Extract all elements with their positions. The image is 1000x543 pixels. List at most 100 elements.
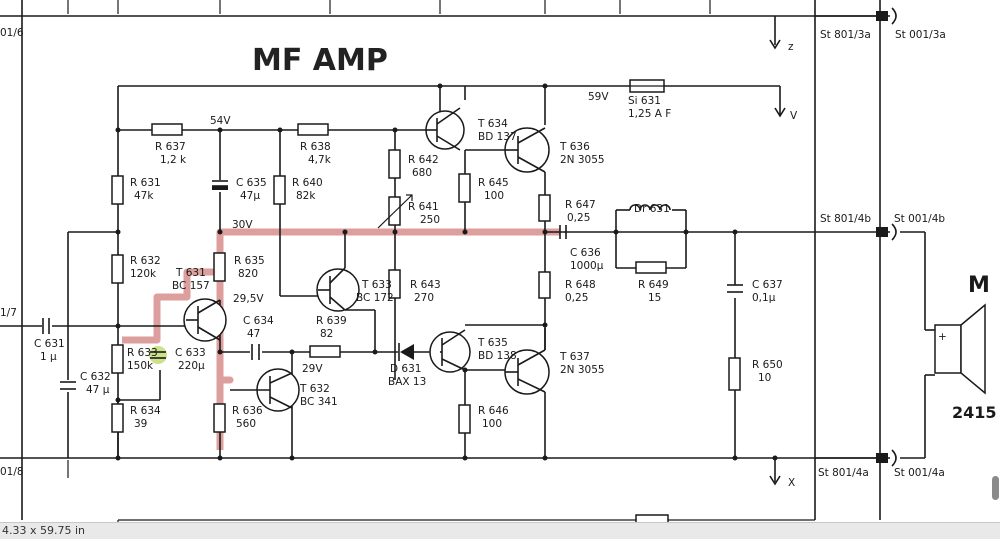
c632-value: 47 µ: [86, 384, 110, 396]
frame-lines: [0, 0, 881, 530]
r631-label: R 631: [130, 177, 161, 189]
c636-label: C 636: [570, 247, 601, 259]
capacitor-c632: [60, 381, 76, 390]
r643-value: 270: [414, 292, 434, 304]
vertical-scrollbar[interactable]: [992, 476, 999, 500]
resistor-r649: [635, 261, 667, 274]
t631-label: T 631: [175, 267, 206, 279]
r643-label: R 643: [410, 279, 441, 291]
c632-label: C 632: [80, 371, 111, 383]
rail-label: 29,5V: [233, 293, 264, 305]
c634-value: 47: [247, 328, 260, 340]
resistor-r631: [111, 175, 124, 205]
resistor-r646: [458, 404, 471, 434]
r646-value: 100: [482, 418, 502, 430]
capacitor-c633: [150, 351, 166, 359]
transistor-t635: [429, 329, 471, 373]
r649-label: R 649: [638, 279, 669, 291]
resistor-r633: [111, 344, 124, 374]
diode-d631: [398, 343, 414, 361]
page-title: MF AMP: [252, 43, 388, 78]
r641-value: 250: [420, 214, 440, 226]
green-marker: [149, 346, 167, 364]
si631-label: Si 631: [628, 95, 661, 107]
t633-label: T 633: [361, 279, 392, 291]
c637-label: C 637: [752, 279, 783, 291]
t633-value: BC 172: [356, 292, 394, 304]
potentiometer-r641: [377, 194, 413, 229]
connector-label: St 001/3a: [895, 29, 946, 41]
speaker-label: M: [968, 273, 990, 298]
t636-label: T 636: [559, 141, 590, 153]
capacitor-c636: [559, 225, 567, 239]
c631-value: 1 µ: [40, 351, 57, 363]
rail-label: 59V: [588, 91, 609, 103]
resistor-r634: [111, 403, 124, 433]
c633-value: 220µ: [178, 360, 205, 372]
connector-label: St 001/4a: [894, 467, 945, 479]
d631-label: D 631: [390, 363, 421, 375]
capacitor-c637: [727, 284, 743, 293]
capacitor-c631: [42, 318, 50, 334]
status-bar: 4.33 x 59.75 in: [0, 522, 1000, 539]
r647-label: R 647: [565, 199, 596, 211]
signal-label: z: [788, 41, 794, 53]
signal-label: V: [790, 110, 798, 122]
resistor-r637: [151, 123, 183, 136]
r637-label: R 637: [155, 141, 186, 153]
r646-label: R 646: [478, 405, 509, 417]
r645-label: R 645: [478, 177, 509, 189]
transistor-t637: [504, 349, 550, 395]
r634-label: R 634: [130, 405, 161, 417]
t632-value: BC 341: [300, 396, 338, 408]
connector-label: St 801/4a: [818, 467, 869, 479]
resistor-r645: [458, 173, 471, 203]
r641-label: R 641: [408, 201, 439, 213]
inductor-dr631: [629, 204, 671, 211]
r648-value: 0,25: [565, 292, 588, 304]
r647-value: 0,25: [567, 212, 590, 224]
speaker-symbol: +: [934, 303, 986, 395]
r638-value: 4,7k: [308, 154, 332, 166]
d631-value: BAX 13: [388, 376, 426, 388]
r640-label: R 640: [292, 177, 323, 189]
transistor-t634: [425, 107, 465, 151]
resistors: [111, 123, 741, 434]
capacitor-c634: [251, 344, 260, 360]
resistor-r643: [388, 269, 401, 299]
t631-value: BC 157: [172, 280, 210, 292]
signal-arrows: [769, 39, 786, 486]
resistor-r648: [538, 271, 551, 299]
rail-label: 30V: [232, 219, 253, 231]
transistor-t632: [230, 368, 300, 412]
connector-label: St 801/3a: [820, 29, 871, 41]
t634-value: BD 137: [478, 131, 517, 143]
r640-value: 82k: [296, 190, 316, 202]
rail-label: 29V: [302, 363, 323, 375]
connector-label: St 001/4b: [894, 213, 945, 225]
transistor-t636: [504, 127, 550, 173]
t634-label: T 634: [477, 118, 508, 130]
r635-label: R 635: [234, 255, 265, 267]
r631-value: 47k: [134, 190, 154, 202]
c631-label: C 631: [34, 338, 65, 350]
r636-value: 560: [236, 418, 256, 430]
r637-value: 1,2 k: [160, 154, 187, 166]
r650-value: 10: [758, 372, 771, 384]
t636-value: 2N 3055: [560, 154, 605, 166]
r633-label: R 633: [127, 347, 158, 359]
r650-label: R 650: [752, 359, 783, 371]
dimensions-readout: 4.33 x 59.75 in: [2, 524, 86, 537]
r633-value: 150k: [127, 360, 154, 372]
signal-label: X: [788, 477, 795, 489]
resistor-r635: [213, 252, 226, 282]
resistor-r638: [297, 123, 329, 136]
r634-value: 39: [134, 418, 147, 430]
r639-value: 82: [320, 328, 333, 340]
resistor-r632: [111, 254, 124, 284]
r648-label: R 648: [565, 279, 596, 291]
r632-value: 120k: [130, 268, 157, 280]
resistor-r647: [538, 194, 551, 222]
resistor-r642: [388, 149, 401, 179]
